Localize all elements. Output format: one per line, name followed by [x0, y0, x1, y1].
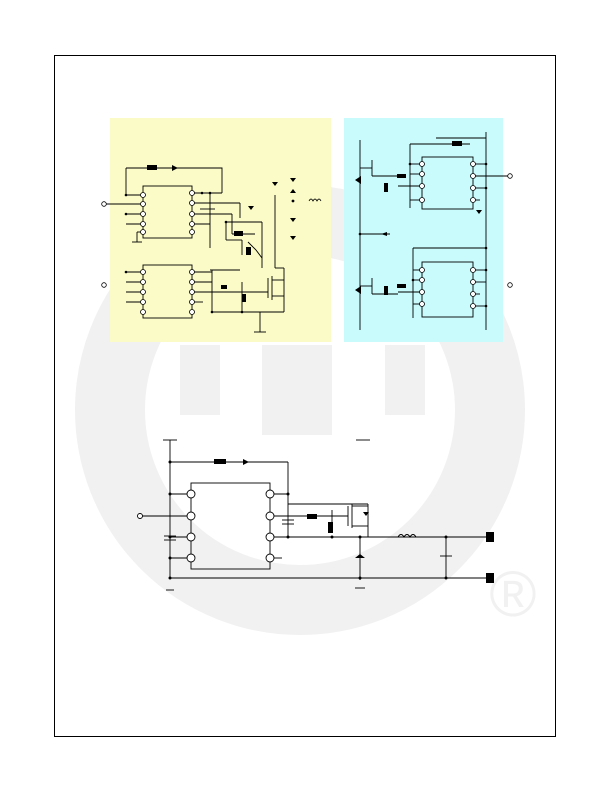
panel-left-background	[110, 118, 331, 342]
two-chip-driver-schematic	[101, 118, 331, 342]
dual-chip-bridge-schematic	[344, 118, 513, 342]
ic5-body	[190, 482, 271, 570]
buck-converter-schematic	[137, 439, 494, 591]
watermark-bar-left	[180, 345, 220, 415]
registered-trademark-icon: ®	[489, 558, 536, 630]
ic3-body	[421, 156, 474, 210]
watermark-bar-right	[385, 345, 425, 415]
panel-right-background	[344, 118, 503, 342]
watermark-bar-center	[262, 345, 332, 435]
